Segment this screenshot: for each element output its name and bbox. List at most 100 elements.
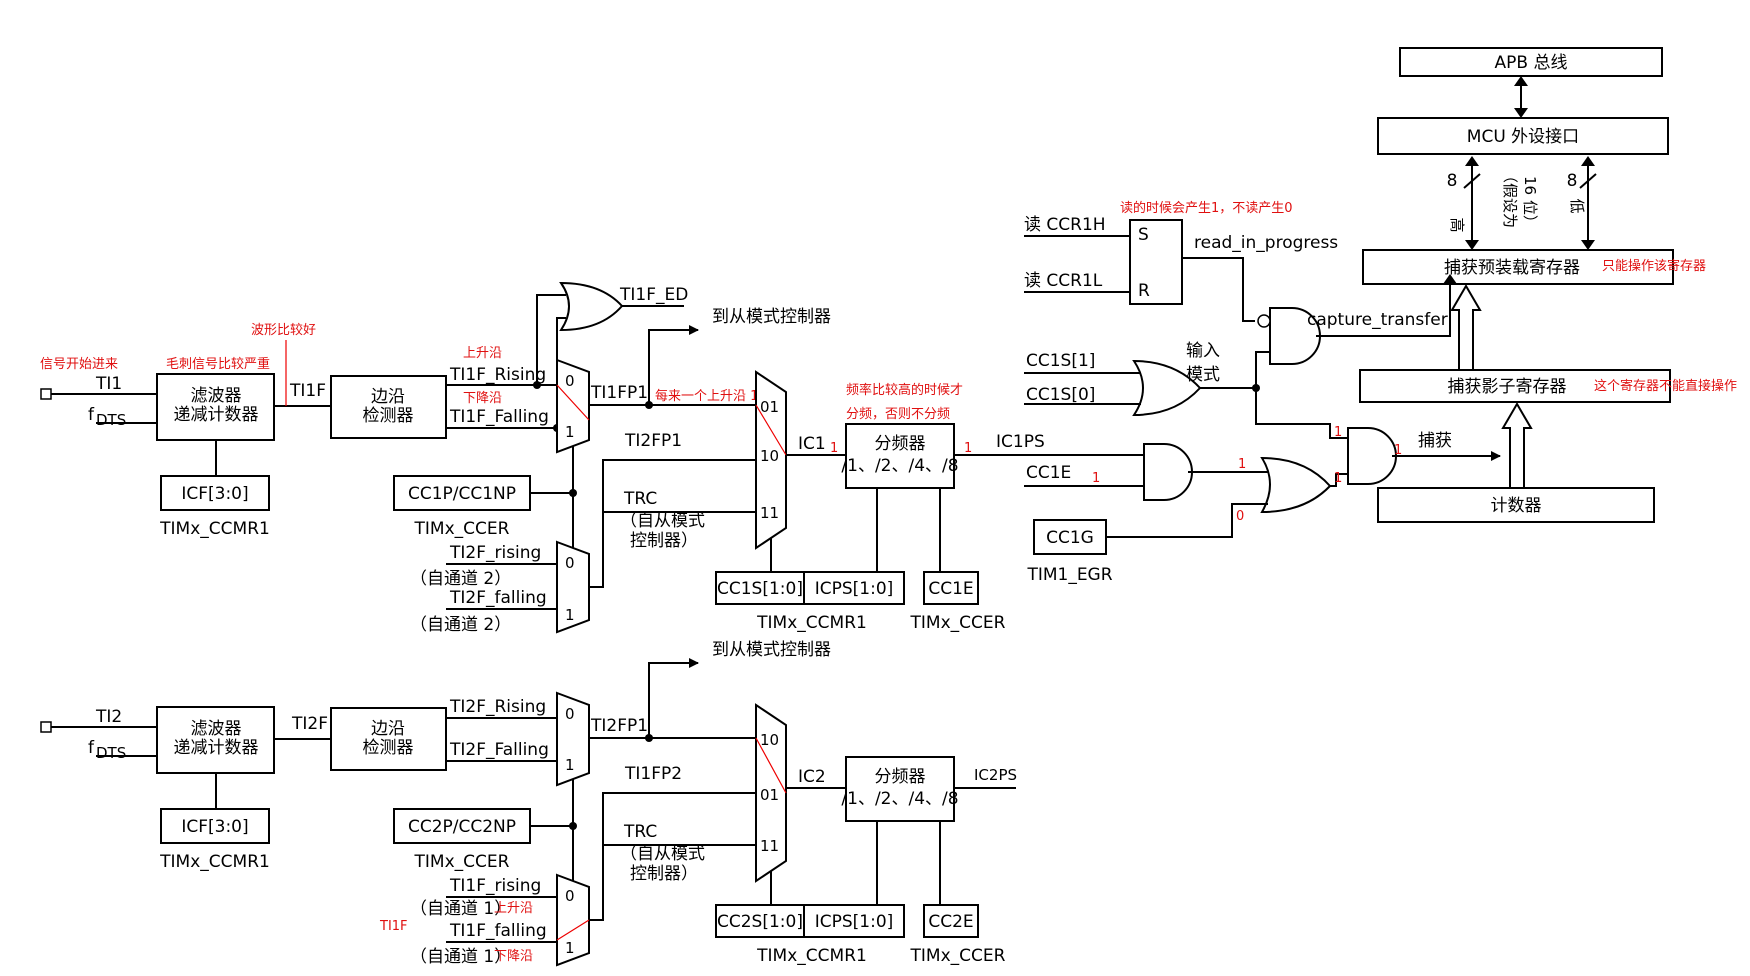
edge-detector-2 (330, 707, 447, 771)
note-rising: 上升沿 (463, 346, 502, 361)
ti1f-falling-label: TI1F_falling (449, 921, 547, 941)
capture-out-value: 1 (1394, 443, 1402, 458)
mux-in11-2: 11 (760, 837, 779, 855)
ccer-label-2: TIMx_CCER (414, 852, 510, 872)
read-in-progress-label: read_in_progress (1194, 233, 1338, 253)
filter-block-1 (156, 373, 275, 441)
or-out-value: 1 (1334, 471, 1342, 486)
prescaler-1 (845, 423, 955, 489)
from-ch1-label-a: （自通道 1） (410, 899, 511, 919)
filter2-label-1: 滤波器 (191, 719, 242, 739)
mux2-0-2: 0 (565, 887, 575, 905)
ti2-label: TI2 (95, 707, 122, 727)
low-bits-count: 8 (1567, 171, 1578, 191)
sr-latch: S R 读的时候会产生1，不读产生0 读 CCR1H 读 CCR1L read_… (1024, 200, 1338, 322)
cce-label-2: CC2E (928, 912, 973, 932)
psc-label-1b: /1、/2、/4、/8 (841, 456, 958, 476)
cce-register-1 (923, 571, 979, 605)
mux2-1-1: 1 (565, 606, 575, 624)
apb-bus-block: APB 总线 (1399, 47, 1663, 77)
note-glitch: 毛刺信号比较严重 (166, 356, 270, 372)
from-ch2-label-a: （自通道 2） (410, 569, 511, 589)
ti2f-label: TI2F (291, 714, 328, 734)
tim1-egr-label: TIM1_EGR (1026, 565, 1112, 585)
prescaler-2 (845, 756, 955, 822)
ti1-label: TI1 (95, 374, 122, 394)
filter-label-2: 递减计数器 (174, 405, 259, 425)
high-bits-count: 8 (1447, 171, 1458, 191)
ti2fp1-label: TI2FP1 (624, 431, 682, 451)
psc-label-2b: /1、/2、/4、/8 (841, 789, 958, 809)
mux2-1-2: 1 (565, 939, 575, 957)
counter-to-shadow-arrow (1501, 402, 1533, 489)
cc1g-register: CC1G TIM1_EGR (1026, 519, 1113, 585)
note-ch2-ti1f: TI1F (379, 919, 408, 934)
input-mode-label-1: 输入 (1186, 341, 1220, 361)
mux-in11-1: 11 (760, 504, 779, 522)
note-per-edge: 每来一个上升沿 1 (655, 388, 758, 404)
note-signal-in: 信号开始进来 (40, 357, 118, 372)
ti1fp2-label: TI1FP2 (624, 764, 682, 784)
filter2-label-2: 递减计数器 (174, 738, 259, 758)
ccs-register-2 (715, 904, 805, 938)
read-ccr1h-label: 读 CCR1H (1024, 215, 1106, 235)
trc-note-1a: （自从模式 (620, 511, 705, 531)
capture-preload-register: 捕获预装载寄存器 只能操作该寄存器 (1362, 249, 1706, 285)
ti1f-rising-label: TI1F_rising (449, 876, 541, 896)
apb-bus-label: APB 总线 (1495, 53, 1568, 73)
mcu-interface-label: MCU 外设接口 (1467, 127, 1579, 147)
ccmr1-label-2: TIMx_CCMR1 (159, 852, 270, 872)
fdts-label: f (88, 405, 95, 425)
cc1e-signal-label: CC1E (1026, 463, 1071, 483)
ic1ps-label: IC1PS (996, 432, 1045, 452)
ccp-label-2: CC2P/CC2NP (408, 817, 516, 837)
fdts-sub: DTS (96, 411, 126, 429)
ccer-label-1b: TIMx_CCER (910, 613, 1006, 633)
fdts-label-2: f (88, 738, 95, 758)
note-falling: 下降沿 (463, 391, 502, 406)
ti2f-rising-label: TI2F_rising (449, 543, 541, 563)
ti1-pin (40, 388, 52, 400)
shadow-label: 捕获影子寄存器 (1448, 377, 1567, 397)
note-waveform: 波形比较好 (251, 323, 316, 338)
mux-1-1: 1 (565, 423, 575, 441)
cce-register-2 (923, 904, 979, 938)
counter-block: 计数器 (1377, 487, 1655, 523)
capture-transfer-and-gate: capture_transfer (1257, 274, 1457, 365)
ccmr1-label-1: TIMx_CCMR1 (159, 519, 270, 539)
ccs-label-2: CC2S[1:0] (717, 912, 803, 932)
cc1g-label: CC1G (1046, 528, 1094, 548)
high-byte-path: 8 高 （假设为 16 位） (1447, 156, 1539, 250)
rising-label-2: TI2F_Rising (449, 697, 546, 717)
cc1e-and-out-value: 1 (1238, 457, 1246, 472)
capture-shadow-register: 捕获影子寄存器 这个寄存器不能直接操作 (1359, 369, 1737, 403)
cc1s1-label: CC1S[1] (1026, 351, 1095, 371)
capture-label: 捕获 (1418, 431, 1452, 451)
falling-label-2: TI2F_Falling (449, 740, 549, 760)
from-ch1-label-b: （自通道 1） (410, 947, 511, 967)
tifp-mux-2 (556, 691, 590, 787)
counter-label: 计数器 (1491, 496, 1542, 516)
mux-0-2: 0 (565, 705, 575, 723)
ti1f-ed-label: TI1F_ED (619, 285, 688, 305)
psc-label-2a: 分频器 (875, 767, 926, 787)
edge2-label-2: 检测器 (363, 738, 414, 758)
cc1e-and-gate: CC1E 1 1 (1024, 443, 1270, 501)
shadow-note: 这个寄存器不能直接操作 (1594, 378, 1737, 394)
ccmr1-label-1b: TIMx_CCMR1 (756, 613, 867, 633)
icf-label-1: ICF[3:0] (181, 484, 248, 504)
sr-s-label: S (1138, 225, 1149, 245)
ic1-label: IC1 (798, 434, 826, 454)
input-mode-or-gate: CC1S[1] CC1S[0] 输入 模式 (1024, 341, 1348, 439)
high-label: 高 (1448, 217, 1466, 232)
capture-in1-value: 1 (1334, 425, 1342, 440)
rising-label-1: TI1F_Rising (449, 365, 546, 385)
edge-label-1: 边沿 (371, 387, 405, 407)
preload-label: 捕获预装载寄存器 (1444, 258, 1580, 278)
channel-2: TI2 f DTS 滤波器 递减计数器 ICF[3:0] TIMx_CCMR1 … (40, 640, 1017, 967)
fdts-sub-2: DTS (96, 744, 126, 762)
note-ch2-falling: 下降沿 (494, 949, 533, 964)
trc-note-2b: 控制器） (630, 864, 698, 884)
note-hf-1: 频率比较高的时候才 (846, 382, 963, 398)
channel-1: TI1 f DTS 信号开始进来 毛刺信号比较严重 波形比较好 滤波器 递减计数… (40, 281, 1144, 635)
